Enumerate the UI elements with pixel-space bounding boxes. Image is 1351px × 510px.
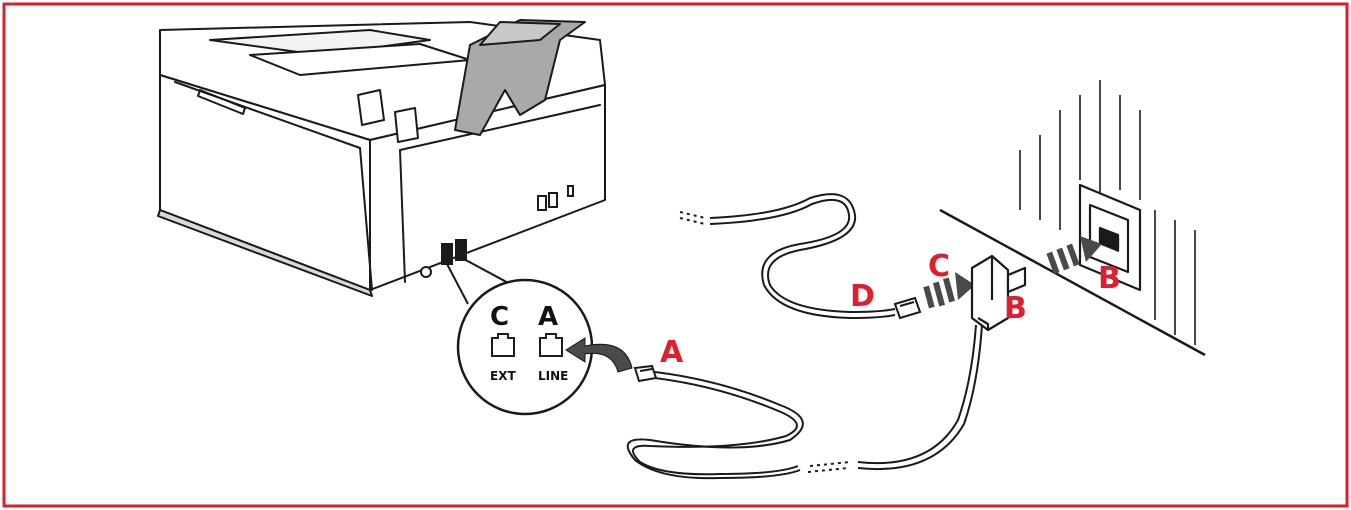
splitter-adapter-icon — [970, 254, 1027, 332]
callout-c-splitter: C — [928, 249, 950, 284]
paper-support — [454, 19, 586, 136]
telephone-cables — [626, 193, 983, 480]
callout-b-splitter: B — [1004, 291, 1027, 326]
callout-d-plug: D — [850, 279, 875, 314]
insert-arrow-icon — [923, 272, 975, 309]
callout-a-cable: A — [660, 335, 684, 370]
curved-arrow-icon — [565, 337, 633, 373]
wall-illustration — [939, 80, 1206, 357]
insert-arrow-icon — [1046, 236, 1102, 275]
printer-rear-ports — [420, 185, 574, 278]
rj11-plug-icon — [633, 364, 658, 383]
phone-jack-icon — [491, 333, 515, 357]
port-letter-ext: C — [490, 302, 509, 332]
port-letter-line: A — [538, 302, 558, 332]
zoom-circle: C A EXT LINE — [456, 278, 594, 416]
phone-jack-icon — [539, 333, 563, 357]
port-name-line: LINE — [538, 369, 568, 383]
rj11-plug-icon — [893, 296, 922, 320]
callout-b-wall: B — [1098, 261, 1121, 296]
port-name-ext: EXT — [490, 369, 516, 383]
